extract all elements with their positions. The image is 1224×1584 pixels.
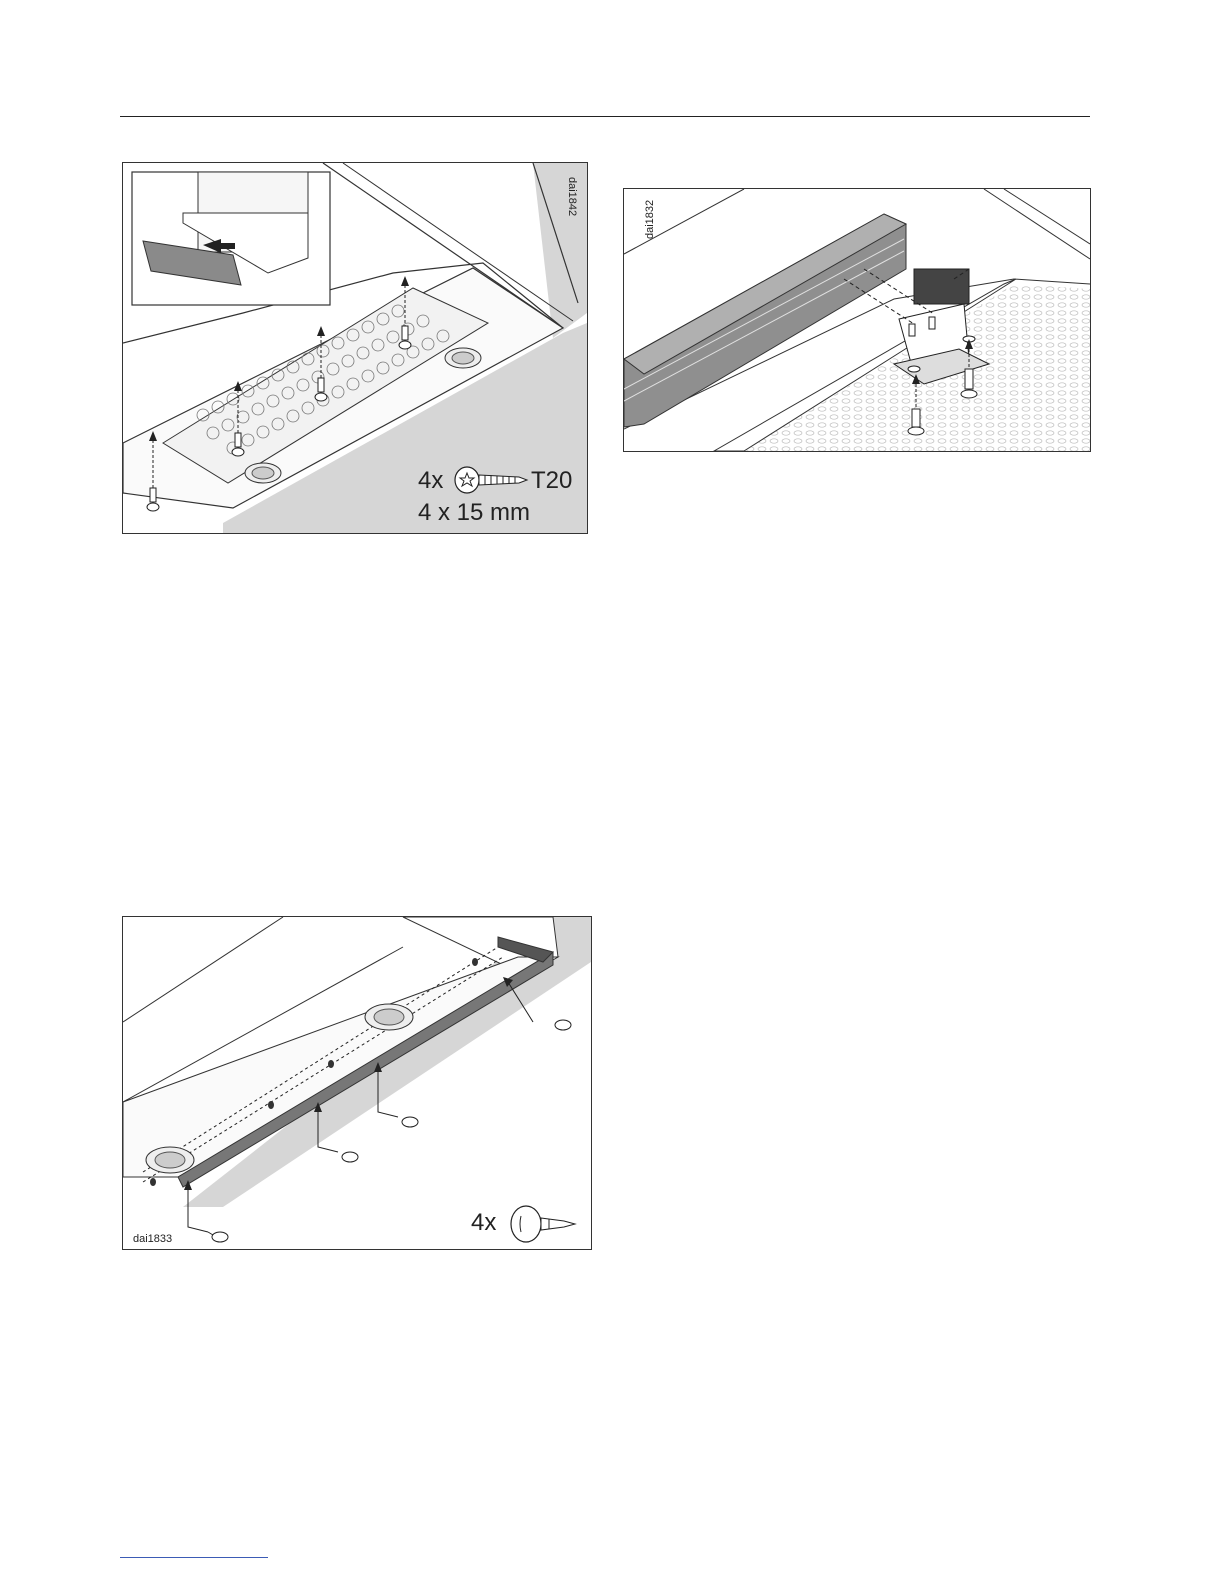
figure-bracket-mounting: dai1832 bbox=[623, 188, 1091, 452]
decorative-screw-icon bbox=[509, 1204, 579, 1244]
figure-code: dai1842 bbox=[566, 177, 578, 216]
figure-filter-mounting: dai1842 4x T20 4 x 15 mm bbox=[122, 162, 588, 534]
screw-quantity: 4x bbox=[471, 1209, 496, 1237]
figure-code: dai1833 bbox=[133, 1233, 172, 1245]
trim-strip-illustration bbox=[123, 917, 591, 1249]
footer-rule bbox=[120, 1557, 268, 1558]
torx-screw-icon bbox=[453, 465, 533, 495]
figure-trim-strip: dai1833 4x bbox=[122, 916, 592, 1250]
screw-size: 4 x 15 mm bbox=[418, 499, 530, 527]
header-rule bbox=[120, 116, 1090, 117]
figure-code: dai1832 bbox=[644, 200, 656, 239]
bracket-mounting-illustration bbox=[624, 189, 1090, 451]
screw-quantity: 4x bbox=[418, 467, 443, 495]
screw-drive: T20 bbox=[531, 467, 572, 495]
